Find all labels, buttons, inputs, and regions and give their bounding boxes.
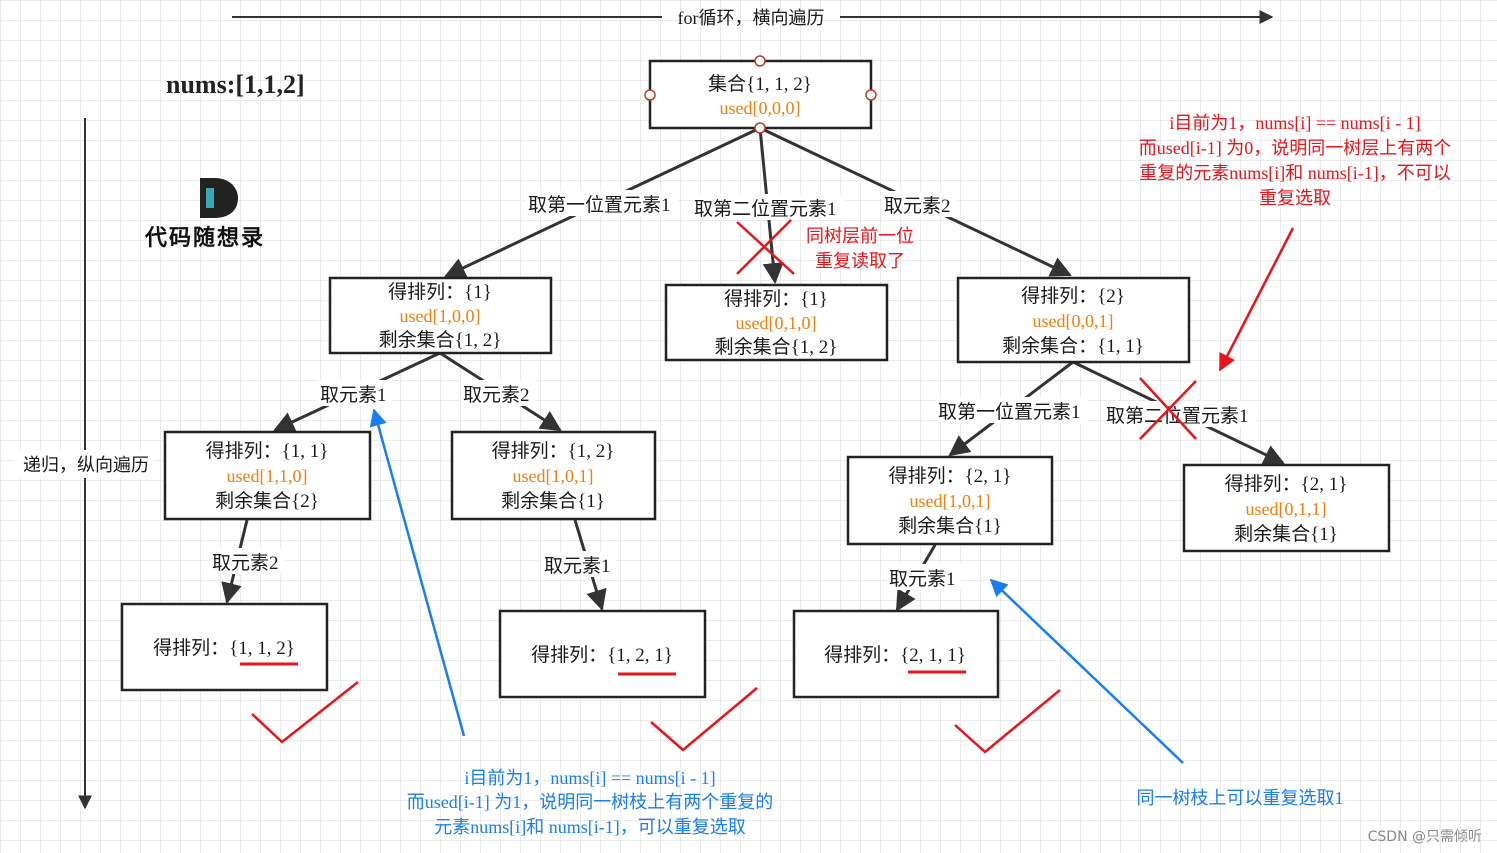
node-n2-used: used[0,1,0] [736, 313, 817, 333]
same-branch-note-text: 同一树枝上可以重复选取1 [1137, 788, 1344, 808]
red-explain-line3: 重复的元素nums[i]和 nums[i-1]，不可以 [1139, 163, 1450, 183]
node-n31-permutation: 得排列：{2, 1} [889, 465, 1012, 487]
red-explain-line1: i目前为1，nums[i] == nums[i - 1] [1169, 113, 1420, 133]
logo-text: 代码随想录 [144, 225, 265, 251]
red-pointer-arrow [1218, 227, 1295, 372]
leaf-node-3: 得排列：{2, 1, 1} [792, 609, 1000, 699]
node-n1-used: used[1,0,0] [400, 306, 481, 326]
node-n12-remaining: 剩余集合{1} [501, 490, 605, 512]
page-title: nums:[1,1,2] [166, 70, 305, 99]
same-branch-note: 同一树枝上可以重复选取1 [989, 578, 1344, 808]
cross-icon [736, 219, 795, 275]
node-n12: 得排列：{1, 2} used[1,0,1] 剩余集合{1} [450, 430, 657, 521]
horizontal-traversal-axis: for循环，横向遍历 [232, 8, 1274, 28]
blue-explain-line3: 元素nums[i]和 nums[i-1]，可以重复选取 [434, 817, 745, 837]
node-n1: 得排列：{1} used[1,0,0] 剩余集合{1, 2} [328, 276, 553, 355]
node-n12-permutation: 得排列：{1, 2} [492, 440, 615, 462]
leaf-node-1: 得排列：{1, 1, 2} [120, 602, 329, 692]
node-n1-remaining: 剩余集合{1, 2} [379, 329, 502, 351]
edge-label-second-1: 取第二位置元素1 [694, 198, 837, 220]
node-n32-permutation: 得排列：{2, 1} [1225, 473, 1348, 495]
logo: 代码随想录 [144, 178, 265, 251]
leaf-node-2: 得排列：{1, 2, 1} [498, 609, 707, 699]
node-n31-remaining: 剩余集合{1} [898, 515, 1002, 537]
node-root-set: 集合{1, 1, 2} [708, 73, 812, 95]
watermark: CSDN @只需倾听 [1368, 829, 1482, 845]
red-explanation: i目前为1，nums[i] == nums[i - 1] 而used[i-1] … [1139, 113, 1451, 372]
edge-label-elem-2: 取元素2 [884, 195, 951, 217]
node-n32-used: used[0,1,1] [1246, 499, 1327, 519]
cross-icon [1139, 377, 1197, 440]
node-n3: 得排列：{2} used[0,0,1] 剩余集合：{1, 1} [956, 276, 1191, 364]
edge-label-first-1: 取第一位置元素1 [528, 194, 671, 216]
red-explain-line4: 重复选取 [1259, 188, 1331, 208]
node-n32: 得排列：{2, 1} used[0,1,1] 剩余集合{1} [1182, 463, 1391, 553]
edge-label-n3-first-1: 取第一位置元素1 [938, 401, 1081, 423]
leaf-1-permutation: 得排列：{1, 1, 2} [153, 637, 295, 659]
node-n3-remaining: 剩余集合：{1, 1} [1002, 335, 1144, 357]
edge-label-n1-elem-2: 取元素2 [463, 384, 530, 406]
node-n11: 得排列：{1, 1} used[1,1,0] 剩余集合{2} [163, 430, 372, 521]
node-root: 集合{1, 1, 2} used[0,0,0] [644, 55, 877, 134]
node-n11-remaining: 剩余集合{2} [215, 490, 319, 512]
node-n2-remaining: 剩余集合{1, 2} [715, 336, 838, 358]
connection-handle-bottom [754, 122, 766, 134]
edge-label-n31-elem-1: 取元素1 [889, 568, 956, 590]
edge-label-n3-second-1: 取第二位置元素1 [1106, 405, 1249, 427]
connection-handle-right [865, 89, 877, 101]
leaf-2-permutation: 得排列：{1, 2, 1} [531, 644, 673, 666]
checkmark-icon [251, 681, 359, 744]
node-n3-used: used[0,0,1] [1033, 311, 1114, 331]
node-n32-remaining: 剩余集合{1} [1234, 523, 1338, 545]
blue-explain-line2: 而used[i-1] 为1，说明同一树枝上有两个重复的 [407, 792, 773, 812]
blue-explain-line1: i目前为1，nums[i] == nums[i - 1] [464, 768, 715, 788]
vertical-axis-label: 递归，纵向遍历 [23, 455, 149, 475]
blue-pointer-arrow [369, 408, 466, 737]
same-layer-note-line1: 同树层前一位 [806, 226, 914, 246]
node-n11-permutation: 得排列：{1, 1} [206, 440, 329, 462]
edge-label-n12-elem-1: 取元素1 [544, 555, 611, 577]
node-n31: 得排列：{2, 1} used[1,0,1] 剩余集合{1} [846, 455, 1054, 546]
connection-handle-left [644, 89, 656, 101]
node-n11-used: used[1,1,0] [227, 466, 308, 486]
node-n2: 得排列：{1} used[0,1,0] 剩余集合{1, 2} [664, 283, 889, 362]
connection-handle-top [754, 55, 766, 67]
horizontal-axis-label: for循环，横向遍历 [678, 8, 825, 28]
node-n2-permutation: 得排列：{1} [724, 288, 828, 310]
checkmark-icon [650, 687, 758, 752]
blue-pointer-arrow [989, 578, 1184, 764]
node-n31-used: used[1,0,1] [910, 491, 991, 511]
edge-labels: 取第一位置元素1 取第二位置元素1 取元素2 取元素1 取元素2 取第一位置元素… [210, 190, 1256, 590]
node-n3-permutation: 得排列：{2} [1021, 285, 1125, 307]
edge-label-n11-elem-2: 取元素2 [212, 552, 279, 574]
node-n12-used: used[1,0,1] [513, 466, 594, 486]
leaf-3-permutation: 得排列：{2, 1, 1} [824, 644, 966, 666]
vertical-traversal-axis: 递归，纵向遍历 [14, 118, 154, 810]
same-layer-note-line2: 重复读取了 [815, 251, 905, 271]
edge-label-n1-elem-1: 取元素1 [320, 384, 387, 406]
checkmark-icon [954, 689, 1061, 754]
node-root-used: used[0,0,0] [720, 98, 801, 118]
node-n1-permutation: 得排列：{1} [388, 281, 492, 303]
blue-explanation: i目前为1，nums[i] == nums[i - 1] 而used[i-1] … [369, 408, 773, 837]
red-explain-line2: 而used[i-1] 为0，说明同一树层上有两个 [1139, 138, 1451, 158]
